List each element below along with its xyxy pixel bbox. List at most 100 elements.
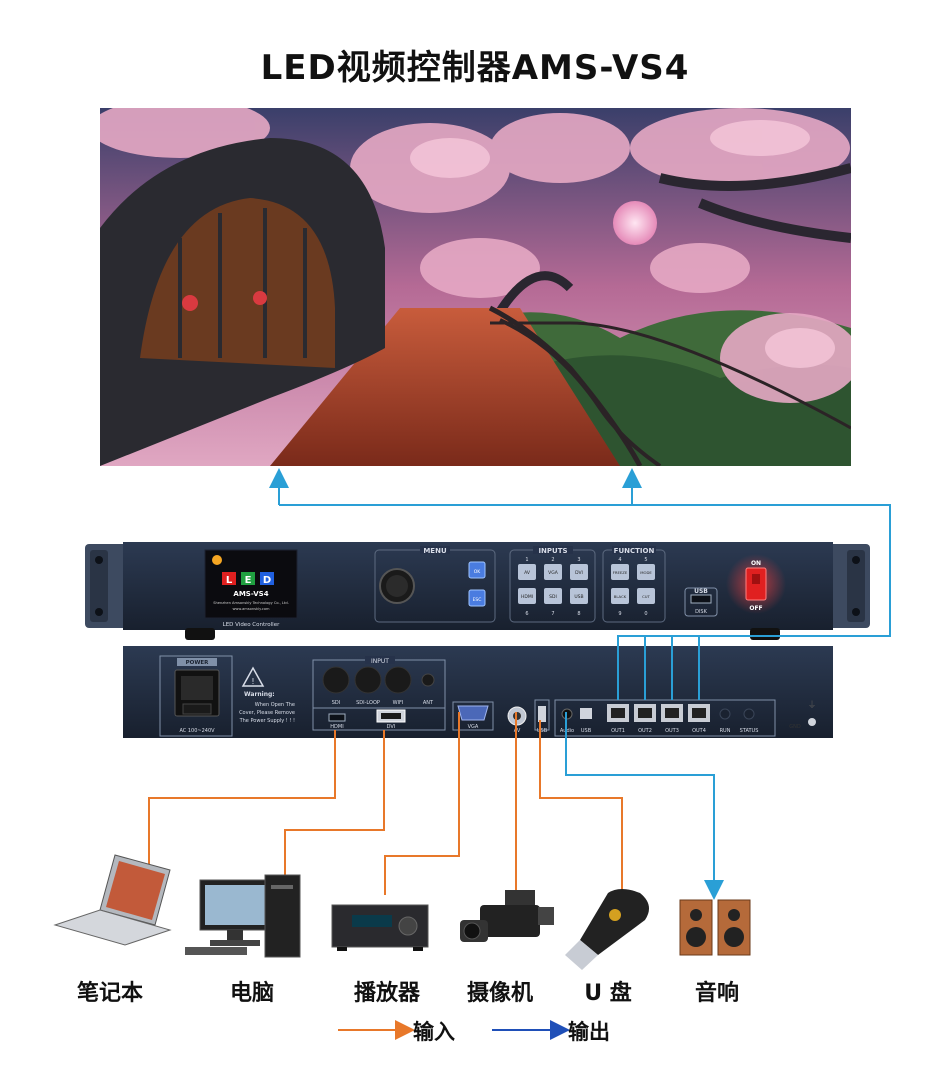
svg-text:ESC: ESC	[473, 597, 482, 603]
ant-port[interactable]	[421, 673, 435, 687]
svg-text:4: 4	[618, 557, 621, 563]
device-label-speakers: 音响	[694, 981, 739, 1006]
ac-label: AC 100~240V	[179, 728, 215, 734]
rear-panel: POWER AC 100~240V ! Warning: When Open T…	[123, 646, 833, 738]
svg-text:VGA: VGA	[468, 724, 479, 730]
device-label-computer: 电脑	[229, 981, 274, 1006]
disk-label: DISK	[695, 609, 707, 615]
power-label: POWER	[186, 660, 210, 666]
input-button-sdi[interactable]	[544, 588, 562, 604]
svg-text:RUN: RUN	[720, 728, 731, 734]
led-screen-image	[100, 108, 851, 466]
svg-text:OUT3: OUT3	[665, 728, 679, 734]
svg-text:ANT: ANT	[423, 700, 434, 706]
function-button-black[interactable]	[611, 588, 629, 604]
svg-text:DVI: DVI	[387, 724, 396, 730]
svg-text:The Power Supply ! ! !: The Power Supply ! ! !	[239, 718, 295, 724]
hdmi-port[interactable]	[328, 713, 346, 722]
svg-text:USB: USB	[537, 728, 548, 734]
function-button-mode[interactable]	[637, 564, 655, 580]
svg-text:7: 7	[551, 611, 554, 617]
vga-port[interactable]	[457, 705, 489, 721]
svg-text:USB: USB	[574, 594, 583, 600]
svg-text:BLACK: BLACK	[614, 594, 627, 599]
svg-text:5: 5	[644, 557, 647, 563]
legend-output-label: 输出	[568, 1020, 610, 1044]
company-label: Shenzhen Amsonskly Technology Co., Ltd.	[213, 601, 289, 605]
device-label-player: 播放器	[353, 981, 420, 1006]
svg-text:Cover, Please Remove: Cover, Please Remove	[239, 710, 295, 716]
svg-text:2: 2	[551, 557, 554, 563]
device-label-camera: 摄像机	[466, 981, 533, 1006]
svg-text:FREEZE: FREEZE	[613, 570, 628, 575]
svg-text:SDI: SDI	[332, 700, 341, 706]
svg-text:VGA: VGA	[548, 570, 559, 576]
controller-illustration: L E D AMS-VS4 Shenzhen Amsonskly Technol…	[85, 542, 870, 738]
svg-text:OUT1: OUT1	[611, 728, 625, 734]
svg-text:8: 8	[577, 611, 580, 617]
function-label: FUNCTION	[614, 547, 655, 555]
device-label-usb-drive: U 盘	[584, 981, 632, 1006]
esc-button[interactable]	[468, 589, 486, 607]
svg-text:AV: AV	[524, 570, 531, 576]
device-label-laptop: 笔记本	[76, 981, 143, 1006]
legend-input-label: 输入	[413, 1020, 455, 1044]
svg-text:9: 9	[618, 611, 621, 617]
ok-button[interactable]	[468, 561, 486, 579]
page-title: LED视频控制器AMS-VS4	[260, 48, 690, 88]
ground-icon: ⏚	[807, 700, 816, 711]
svg-text:SDI: SDI	[549, 594, 557, 600]
input-button-usb[interactable]	[570, 588, 588, 604]
svg-text:STATUS: STATUS	[740, 728, 759, 734]
svg-text:HDMI: HDMI	[521, 594, 533, 600]
off-label: OFF	[749, 605, 762, 612]
tagline-label: LED Video Controller	[223, 622, 280, 628]
input-button-dvi[interactable]	[570, 564, 588, 580]
speakers-icon	[679, 899, 751, 956]
svg-text:DVI: DVI	[575, 570, 583, 576]
svg-text:OUT2: OUT2	[638, 728, 652, 734]
svg-text:OK: OK	[474, 569, 482, 575]
usb-port-a[interactable]	[538, 706, 546, 722]
sdi-loop-port[interactable]	[354, 666, 382, 694]
front-panel: L E D AMS-VS4 Shenzhen Amsonskly Technol…	[85, 542, 870, 640]
run-led	[719, 708, 731, 720]
desktop-computer-icon	[185, 874, 301, 958]
svg-text:MODE: MODE	[640, 570, 652, 575]
input-button-hdmi[interactable]	[518, 588, 536, 604]
svg-text:AV: AV	[514, 728, 521, 734]
function-button-freeze[interactable]	[611, 564, 629, 580]
camcorder-icon	[460, 890, 554, 942]
wifi-port[interactable]	[384, 666, 412, 694]
svg-text:!: !	[251, 677, 254, 686]
inputs-label: INPUTS	[538, 547, 567, 555]
svg-text:D: D	[263, 575, 271, 586]
usb-label: USB	[694, 588, 708, 595]
svg-text:When Open The: When Open The	[255, 702, 295, 708]
menu-label: MENU	[423, 547, 447, 555]
svg-text:L: L	[226, 575, 233, 586]
usb-port-b[interactable]	[580, 708, 592, 719]
model-label: AMS-VS4	[233, 590, 268, 598]
media-player-icon	[331, 904, 429, 951]
input-group-label: INPUT	[371, 658, 389, 665]
svg-text:6: 6	[525, 611, 528, 617]
website-label: www.amsonskly.com	[232, 607, 270, 611]
function-button-cut[interactable]	[637, 588, 655, 604]
laptop-icon	[53, 854, 172, 946]
input-button-av[interactable]	[518, 564, 536, 580]
svg-text:1: 1	[525, 557, 528, 563]
svg-text:3: 3	[577, 557, 580, 563]
svg-text:0: 0	[644, 611, 647, 617]
svg-text:OUT4: OUT4	[692, 728, 706, 734]
svg-text:WIFI: WIFI	[393, 700, 404, 706]
svg-text:HDMI: HDMI	[330, 724, 343, 730]
on-label: ON	[751, 560, 761, 567]
svg-text:SDI-LOOP: SDI-LOOP	[356, 700, 380, 706]
warning-title: Warning:	[244, 691, 275, 698]
gnd-label: GND	[789, 724, 801, 730]
input-button-vga[interactable]	[544, 564, 562, 580]
sdi-port[interactable]	[322, 666, 350, 694]
svg-text:E: E	[245, 575, 252, 586]
